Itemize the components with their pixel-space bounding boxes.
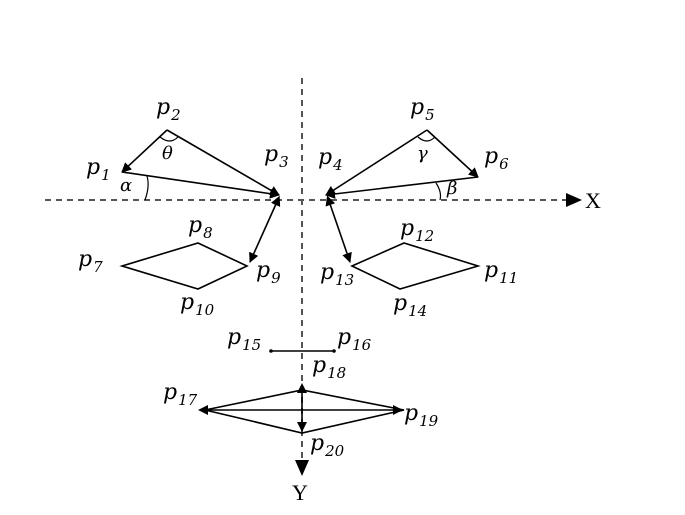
label-p18: p18 [312,353,347,382]
label-p12: p12 [400,216,435,245]
label-p1: p1 [86,155,111,184]
label-p8: p8 [188,213,213,242]
angle-gamma: γ [417,143,428,164]
edge-p2-p1 [121,129,168,173]
label-p19: p19 [404,401,439,430]
label-p7: p7 [78,247,103,276]
nose-point-p16 [332,349,336,353]
x-axis-label: X [585,188,601,213]
angle-beta: β [447,178,458,199]
edge-p1-p3 [121,171,280,199]
label-p15: p15 [227,325,262,354]
angle-theta: θ [162,143,173,164]
edge-p4-p13 [325,195,352,263]
label-p2: p2 [156,95,181,124]
label-p4: p4 [318,145,343,174]
x-axis-arrowhead [566,193,582,207]
theta-arc [159,136,179,142]
label-p16: p16 [337,325,372,354]
label-p20: p20 [310,431,345,460]
beta-arc [435,182,442,201]
edge-p2-p3 [166,129,280,196]
label-p3: p3 [264,142,289,171]
alpha-arc [144,175,149,201]
gamma-arc [417,136,436,142]
mouth-quad [204,389,405,434]
y-axis-arrowhead [295,460,309,476]
edge-p5-p4 [325,129,428,196]
left-eye-quad [119,242,249,290]
edge-p6-p4 [325,176,479,199]
label-p11: p11 [484,258,519,287]
label-p13: p13 [320,260,355,289]
nose-point-p15 [269,349,273,353]
label-p9: p9 [256,258,281,287]
edge-p3-p9 [249,195,281,263]
y-axis-label: Y [292,480,308,505]
right-eye-quad [350,242,481,290]
label-p17: p17 [163,380,198,409]
label-p6: p6 [484,144,509,173]
label-p14: p14 [393,291,428,320]
angle-alpha: α [120,175,133,196]
label-p10: p10 [180,290,215,319]
edge-p5-p6 [426,129,479,178]
label-p5: p5 [410,95,435,124]
